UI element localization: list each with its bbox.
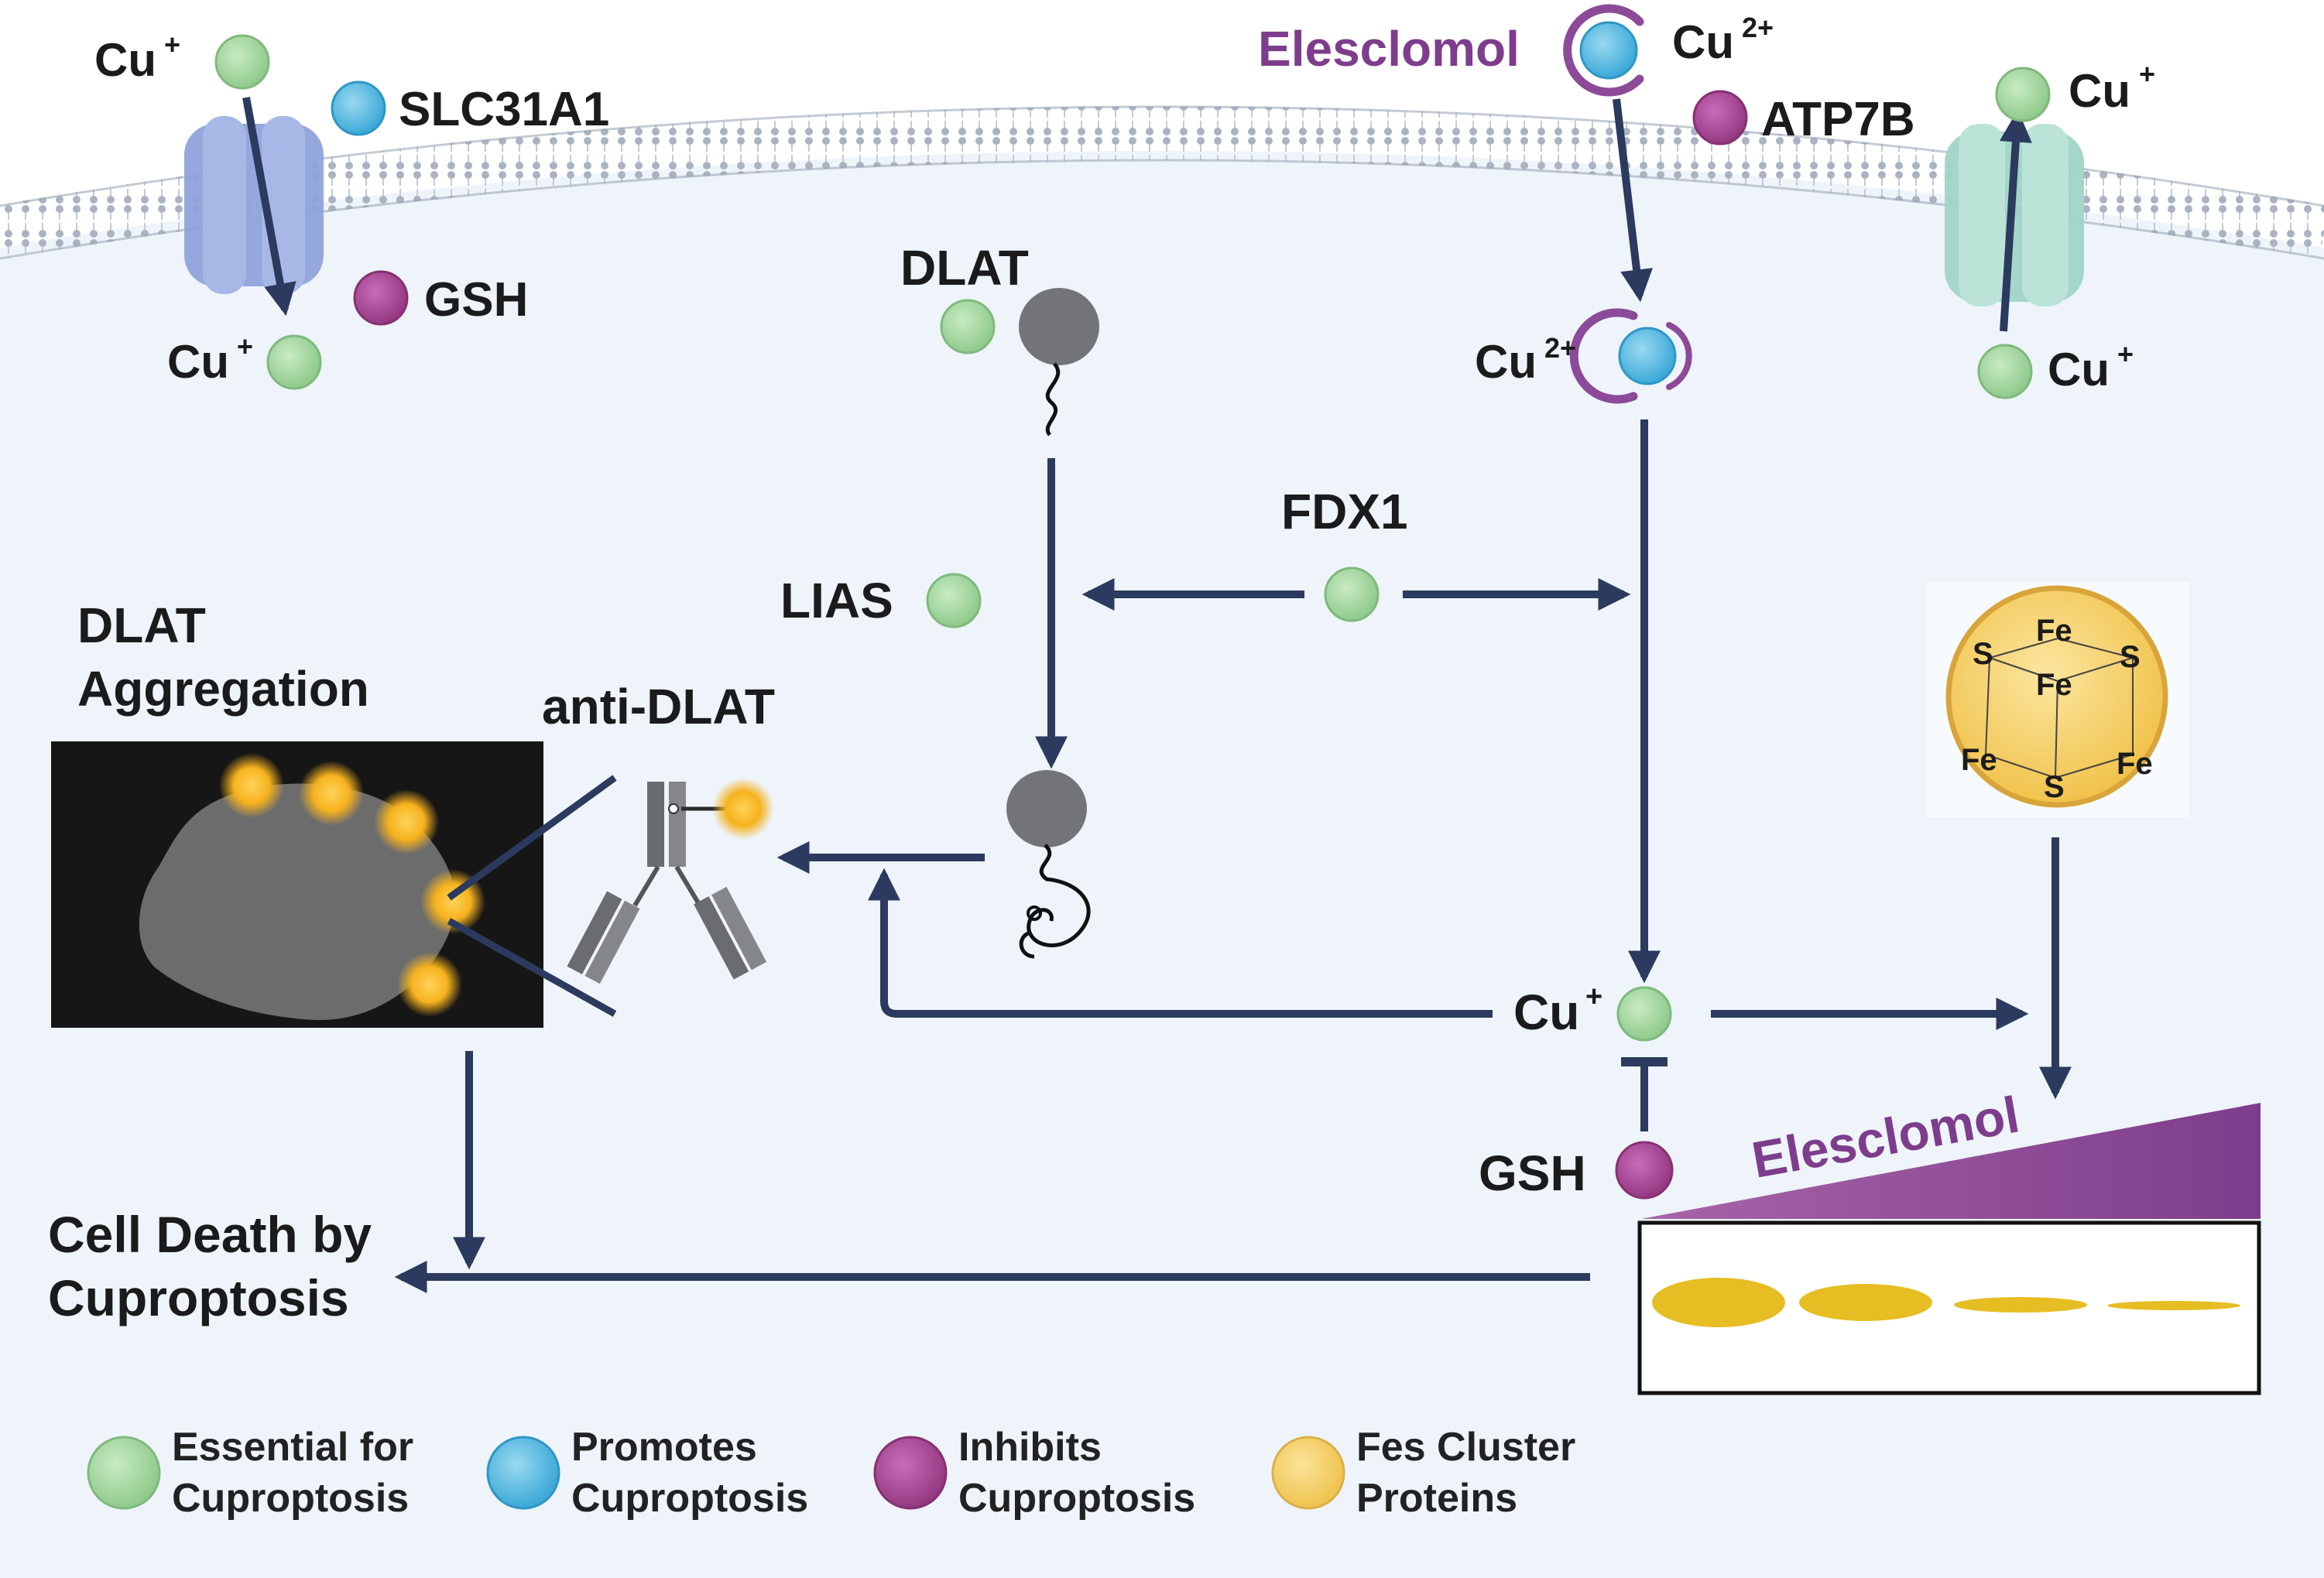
zoom-line-bottom [447,918,617,1017]
anti-dlat-label: anti-DLAT [542,679,775,734]
gsh-bottom-dot [1615,1141,1674,1200]
legend-promotes-line1: Promotes [571,1425,757,1470]
antibody-icon [567,778,774,984]
elesclomol-import-arrow [1613,98,1653,303]
fes-cube-lines [1985,638,2134,779]
cu-plus-to-aggregation-arrow [868,868,1493,1018]
gsh-bottom-label: GSH [1479,1145,1586,1201]
legend-essential-dot [87,1436,161,1510]
cu-plus-outside-left-charge: + [164,29,180,60]
legend-fes-dot [1271,1436,1345,1510]
dlat-aggregation-label-line2: Aggregation [77,661,369,717]
lipoylated-dlat-icon [1006,770,1091,959]
cu-plus-outside-right-charge: + [2139,58,2155,90]
cu2-outside-label: Cu [1672,16,1734,68]
cu-plus-inside-left-charge: + [237,330,253,362]
atp7b-dot [1692,90,1748,145]
fes-atom-3: S [2120,640,2141,674]
legend: Essential for Cuproptosis Promotes Cupro… [87,1425,1575,1521]
fdx1-dot [1324,567,1380,622]
elesclomol-top-label: Elesclomol [1258,21,1520,77]
fdx1-label: FDX1 [1281,484,1408,539]
lias-dot [926,573,982,628]
western-blot-panel [1637,1220,2261,1395]
cu-plus-center-charge: + [1585,981,1602,1013]
cu-plus-outside-left-label: Cu [94,34,156,86]
elesclomol-chelator-inside [1569,308,1638,404]
cu2-inside-charge: 2+ [1544,332,1576,364]
legend-inhibits-line2: Cuproptosis [958,1476,1195,1521]
cu-plus-inside-right-label: Cu [2048,344,2110,395]
cu2-inside-dot [1618,327,1677,385]
cell-death-label-line1: Cell Death by [48,1206,372,1263]
elesclomol-chelator-top [1563,4,1644,97]
fes-atom-7: Fe [2117,747,2153,781]
legend-promotes-line2: Cuproptosis [571,1476,808,1521]
lias-label: LIAS [780,573,893,628]
fes-atom-5: Fe [1961,743,1997,777]
legend-fes-line1: Fes Cluster [1356,1425,1575,1470]
cu-plus-inside-right-charge: + [2117,338,2134,370]
cu-plus-outside-right-label: Cu [2069,65,2130,117]
cu-plus-outside-left [214,34,270,90]
cu-plus-center-label: Cu [1513,984,1579,1040]
legend-essential-line1: Essential for [172,1425,413,1470]
legend-essential-line2: Cuproptosis [172,1476,409,1521]
zoom-line-top [447,775,617,901]
legend-inhibits-dot [873,1436,948,1510]
cu-plus-inside-right [1977,344,2033,399]
fes-atom-6: S [2044,770,2065,804]
cu-plus-center-dot [1616,986,1672,1042]
fes-atom-2: S [1973,637,1993,671]
cu-plus-outside-right [1995,67,2051,122]
cu2-outside-dot [1579,21,1638,80]
gsh-top-dot [353,270,409,326]
elesclomol-gradient-wedge [1641,1103,2261,1219]
atp7b-label: ATP7B [1761,93,1915,146]
legend-promotes-dot [486,1436,560,1510]
dlat-label: DLAT [900,240,1029,296]
dlat-protein-icon [1019,288,1099,436]
import-arrow-left [242,97,296,317]
dlat-dot [940,299,996,354]
cu2-inside-label: Cu [1475,336,1537,388]
legend-fes-line2: Proteins [1356,1476,1517,1521]
cell-death-label-line2: Cuproptosis [48,1269,349,1326]
cu2-outside-charge: 2+ [1742,12,1774,43]
slc31a1-label: SLC31A1 [399,83,609,136]
gsh-top-label: GSH [424,273,528,327]
fes-atom-4: Fe [2036,668,2072,702]
legend-inhibits-line1: Inhibits [958,1425,1102,1470]
cu-plus-inside-left-label: Cu [167,336,229,388]
slc31a1-dot [331,80,386,136]
fes-atom-1: Fe [2036,614,2072,648]
cu-plus-inside-left [266,334,322,390]
dlat-aggregation-label-line1: DLAT [77,597,206,653]
export-arrow-right [1999,109,2032,332]
slc31a1-transporter [184,116,324,294]
